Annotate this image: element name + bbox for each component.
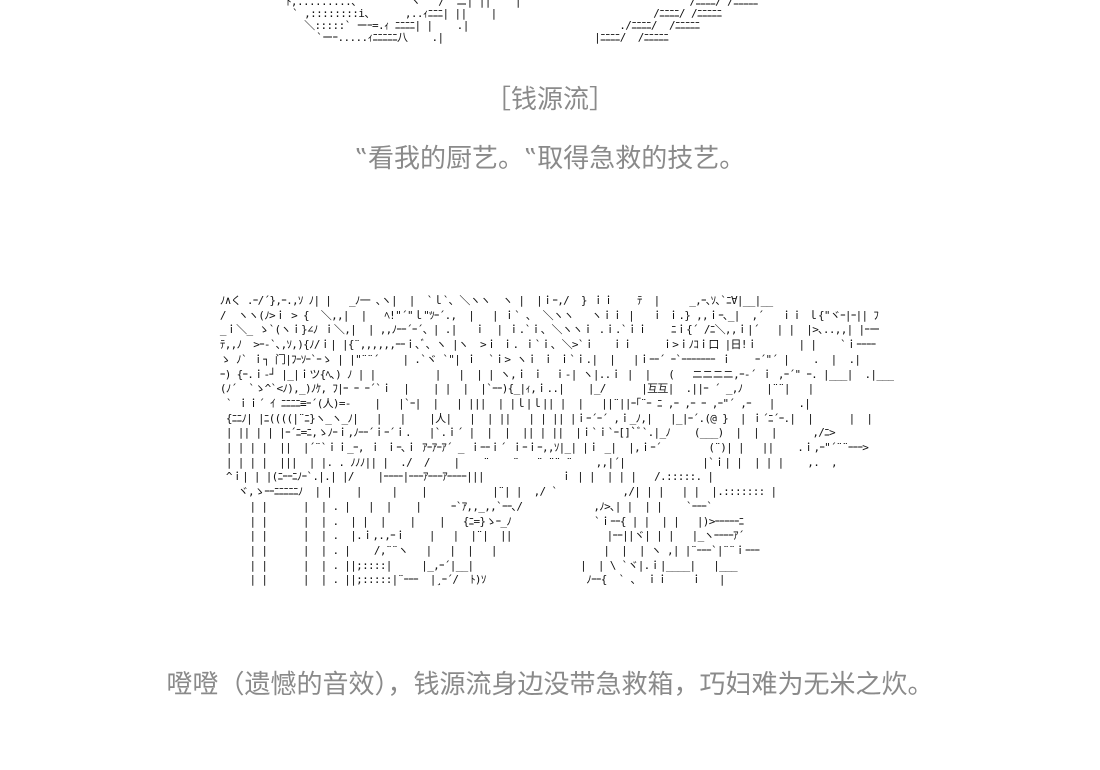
speaker-quote: ‟看我的厨艺。‟取得急救的技艺。 [354, 144, 746, 174]
narration-caption: 噔噔（遗憾的音效），钱源流身边没带急救箱，巧妇难为无米之炊。 [166, 670, 934, 700]
speaker-name: ［钱源流］ [484, 85, 615, 115]
ascii-art-top-fragment: ﾄ,.........、 ヽ / ニ| || | /ﾆﾆﾆﾆ/ /ﾆﾆﾆﾆﾆ `… [286, 0, 758, 44]
ascii-art-main-scene: ﾉ∧く .ｰ/´},ｰ.,ｿ ﾉ| | _ﾉ一 ､ヽ| | `ｌ`､ ＼ヽヽ ヽ… [219, 294, 894, 587]
